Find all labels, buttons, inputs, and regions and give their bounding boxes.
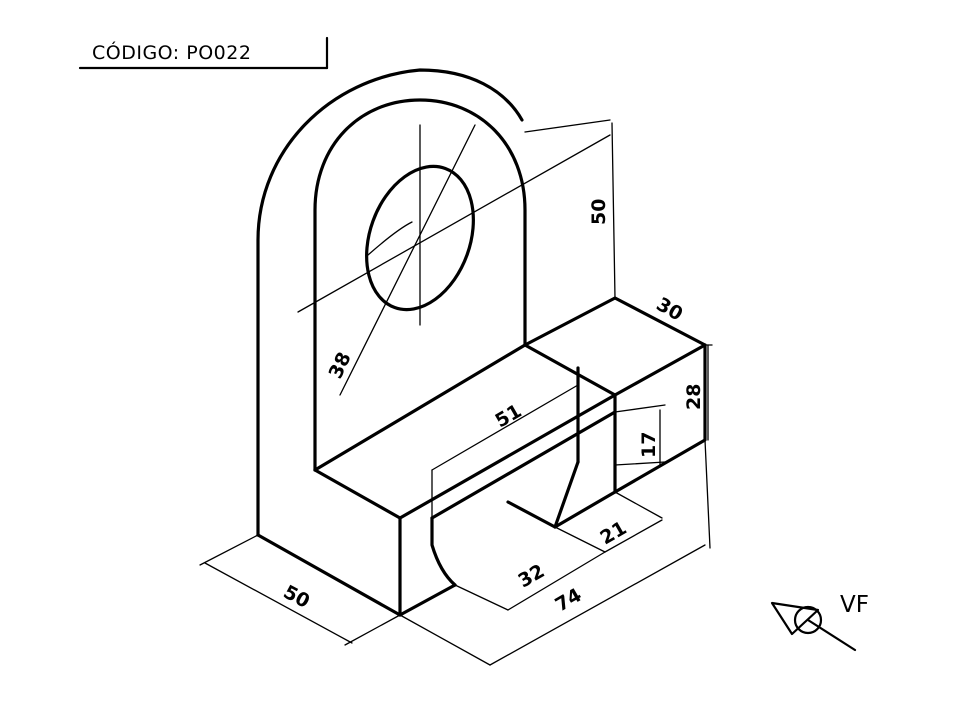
drawing-code: CÓDIGO: PO022 [92, 40, 251, 64]
dim-slot-length: 51 [492, 400, 526, 432]
base-block [313, 296, 707, 617]
dim-gap: 21 [597, 517, 631, 549]
dim-height-upper: 50 [588, 199, 610, 225]
title-block: CÓDIGO: PO022 [78, 36, 329, 70]
dim-total-length: 74 [552, 584, 586, 616]
dim-slot-height: 17 [638, 432, 660, 458]
view-direction-marker: VF [770, 592, 869, 652]
dimension-labels: 50 30 28 17 38 51 50 32 21 74 [280, 199, 705, 617]
dim-slot-bottom: 32 [515, 560, 549, 592]
dim-block-height: 28 [683, 384, 705, 410]
upright-part [256, 68, 611, 617]
dimension-lines [199, 119, 713, 666]
hole [365, 164, 475, 312]
dim-width: 50 [280, 581, 314, 613]
dim-hole-diameter: 38 [325, 349, 356, 382]
view-label: VF [840, 592, 869, 618]
